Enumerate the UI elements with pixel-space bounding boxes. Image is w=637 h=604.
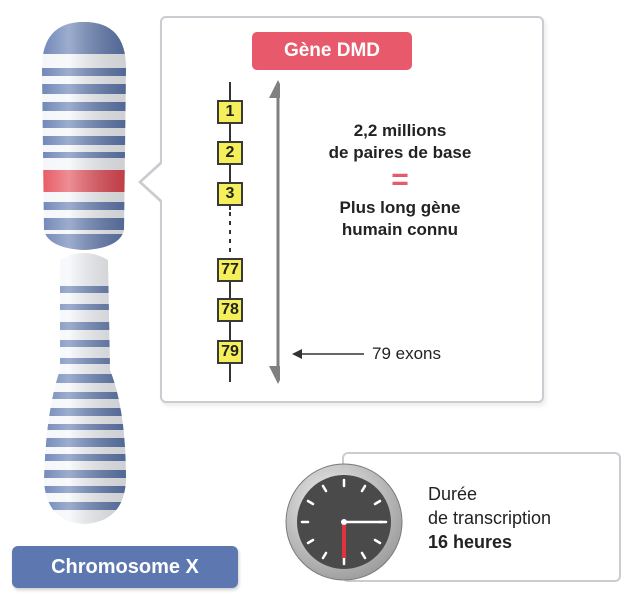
transcription-line2: de transcription — [428, 508, 552, 528]
transcription-duration: 16 heures — [428, 532, 513, 552]
gene-callout-box — [160, 16, 544, 403]
gene-size-line1: 2,2 millions — [353, 121, 447, 140]
exon-box: 79 — [217, 340, 243, 364]
exon-count-arrow — [292, 349, 364, 359]
gene-claim-line2: humain connu — [341, 220, 459, 239]
gene-claim-line1: Plus long gène — [339, 198, 461, 217]
length-arrow-down-head — [269, 366, 280, 384]
transcription-line1: Durée — [428, 484, 478, 504]
exon-count-label: 79 exons — [372, 344, 441, 363]
chromosome-long-arm — [44, 253, 126, 524]
exon-box: 77 — [217, 258, 243, 282]
exon-box: 3 — [217, 182, 243, 206]
callout-pointer-inner — [142, 162, 164, 202]
clock-icon — [285, 463, 403, 581]
gene-size-line2: de paires de base — [328, 143, 472, 162]
exon-box: 1 — [217, 100, 243, 124]
chromosome-short-arm — [42, 22, 126, 250]
gene-title-badge: Gène DMD — [252, 32, 412, 70]
length-arrow-up-head — [269, 80, 280, 98]
exon-box: 78 — [217, 298, 243, 322]
transcription-text: Durée de transcription 16 heures — [428, 482, 551, 554]
chromosome-x — [42, 22, 126, 524]
chromosome-label-badge: Chromosome X — [12, 546, 238, 588]
equals-sign: = — [391, 163, 409, 196]
exon-box: 2 — [217, 141, 243, 165]
